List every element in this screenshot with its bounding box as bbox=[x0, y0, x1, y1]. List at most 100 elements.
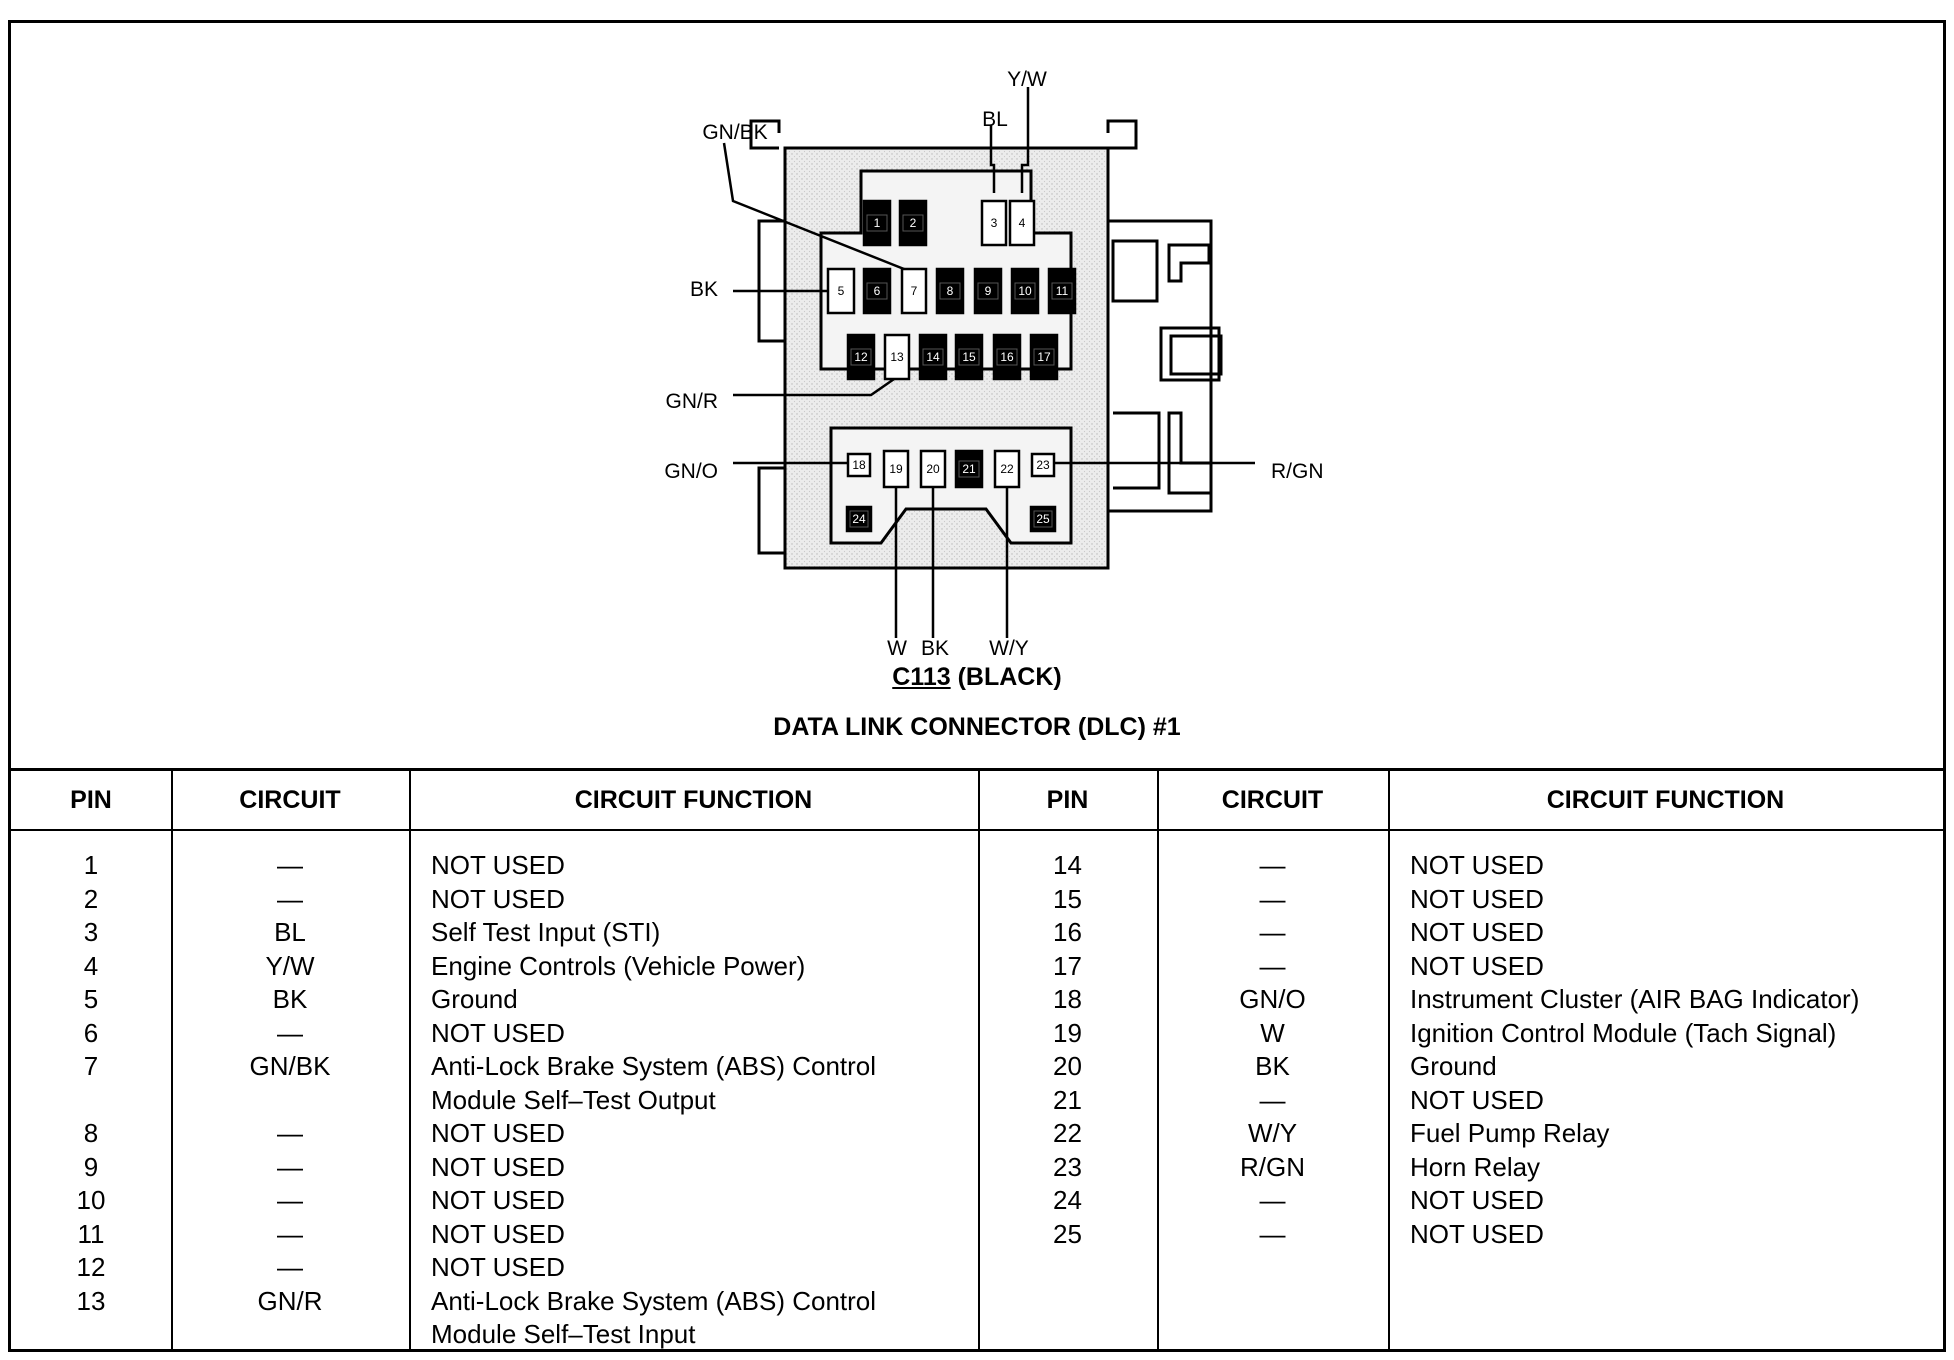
pin-number-label: 16 bbox=[1000, 350, 1014, 364]
pin-number-label: 7 bbox=[911, 284, 918, 298]
wire-label-bk-bottom: BK bbox=[921, 637, 949, 660]
pin-body bbox=[862, 267, 892, 315]
pin-number-label: 23 bbox=[1036, 458, 1050, 472]
pin-number-label: 17 bbox=[1037, 350, 1051, 364]
pin-5: 5 bbox=[826, 267, 856, 315]
pin-21: 21 bbox=[954, 449, 984, 489]
pin-15: 15 bbox=[954, 333, 984, 381]
column-divider bbox=[409, 771, 411, 1352]
pin-body bbox=[954, 333, 984, 381]
pin-body bbox=[954, 449, 984, 489]
pin-8: 8 bbox=[935, 267, 965, 315]
pin-inner-mark bbox=[849, 510, 869, 528]
pin-12: 12 bbox=[846, 333, 876, 381]
pin-6: 6 bbox=[862, 267, 892, 315]
header-rule bbox=[11, 829, 1943, 831]
pin-3: 3 bbox=[980, 199, 1008, 247]
pin-number-label: 14 bbox=[926, 350, 940, 364]
right-function-column: NOT USED NOT USED NOT USED NOT USED Inst… bbox=[1410, 850, 1860, 1249]
pin-body bbox=[883, 333, 911, 381]
pin-body bbox=[846, 452, 872, 478]
pin-13: 13 bbox=[883, 333, 911, 381]
pin-18: 18 bbox=[846, 452, 872, 478]
pin-inner-mark bbox=[996, 348, 1018, 366]
connector-color: (BLACK) bbox=[957, 663, 1062, 691]
connector-left-latch-lower bbox=[757, 466, 785, 555]
pin-inner-mark bbox=[939, 282, 961, 300]
pin-body bbox=[993, 449, 1021, 489]
column-divider bbox=[171, 771, 173, 1352]
left-pin-column: 1 2 3 4 5 6 7 8 9 10 11 12 13 bbox=[76, 850, 106, 1316]
pin-body bbox=[900, 267, 928, 315]
pin-body bbox=[1010, 267, 1040, 315]
connector-left-clip bbox=[749, 119, 781, 150]
wire-label-gn-r: GN/R bbox=[666, 390, 719, 413]
pin-10: 10 bbox=[1010, 267, 1040, 315]
pin-number-label: 9 bbox=[985, 284, 992, 298]
pin-1: 1 bbox=[862, 199, 892, 247]
pin-body bbox=[919, 449, 947, 489]
wire-label-r-gn: R/GN bbox=[1271, 460, 1324, 483]
pin-number-label: 3 bbox=[991, 216, 998, 230]
pin-25: 25 bbox=[1029, 505, 1057, 533]
pin-number-label: 10 bbox=[1018, 284, 1032, 298]
header-pin: PIN bbox=[1046, 786, 1089, 814]
pin-inner-mark bbox=[902, 214, 924, 232]
pin-17: 17 bbox=[1029, 333, 1059, 381]
pin-number-label: 20 bbox=[926, 462, 940, 476]
pin-11: 11 bbox=[1047, 267, 1077, 315]
pin-7: 7 bbox=[900, 267, 928, 315]
pin-number-label: 24 bbox=[852, 512, 866, 526]
pin-number-label: 11 bbox=[1056, 284, 1069, 298]
pin-19: 19 bbox=[882, 449, 910, 489]
pin-body bbox=[1008, 199, 1036, 247]
pin-inner-mark bbox=[977, 282, 999, 300]
pin-number-label: 6 bbox=[874, 284, 881, 298]
wire-label-w: W bbox=[887, 637, 907, 660]
pin-number-label: 8 bbox=[947, 284, 954, 298]
pin-number-label: 18 bbox=[852, 458, 866, 472]
left-circuit-column: — — BL Y/W BK — GN/BK — — — — — GN/R bbox=[249, 850, 331, 1316]
pin-4: 4 bbox=[1008, 199, 1036, 247]
header-pin: PIN bbox=[70, 786, 112, 814]
pin-body bbox=[1029, 333, 1059, 381]
connector-right-clip bbox=[1106, 119, 1138, 150]
pin-number-label: 13 bbox=[890, 350, 904, 364]
pin-inner-mark bbox=[866, 214, 888, 232]
pin-body bbox=[973, 267, 1003, 315]
pin-number-label: 15 bbox=[962, 350, 976, 364]
pin-inner-mark bbox=[958, 348, 980, 366]
pin-inner-mark bbox=[922, 348, 944, 366]
pin-16: 16 bbox=[992, 333, 1022, 381]
pin-body bbox=[935, 267, 965, 315]
pin-20: 20 bbox=[919, 449, 947, 489]
wire-label-w-y: W/Y bbox=[989, 637, 1029, 660]
pinout-table: PIN CIRCUIT CIRCUIT FUNCTION PIN CIRCUIT… bbox=[11, 768, 1943, 1352]
wire-label-gn-o: GN/O bbox=[664, 460, 718, 483]
column-divider bbox=[1388, 771, 1390, 1352]
pin-body bbox=[882, 449, 910, 489]
pin-number-label: 21 bbox=[962, 462, 976, 476]
pin-body bbox=[1047, 267, 1077, 315]
wire-label-bk-left: BK bbox=[690, 278, 718, 301]
pin-body bbox=[980, 199, 1008, 247]
pin-inner-mark bbox=[1014, 282, 1036, 300]
pin-inner-mark bbox=[958, 460, 980, 478]
column-divider bbox=[978, 771, 980, 1352]
pin-24: 24 bbox=[845, 505, 873, 533]
pin-inner-mark bbox=[866, 282, 888, 300]
connector-name: DATA LINK CONNECTOR (DLC) #1 bbox=[773, 713, 1181, 741]
pin-body bbox=[992, 333, 1022, 381]
pin-number-label: 25 bbox=[1036, 512, 1050, 526]
wire-bl bbox=[989, 125, 996, 193]
pin-number-label: 12 bbox=[854, 350, 868, 364]
pin-22: 22 bbox=[993, 449, 1021, 489]
header-circuit: CIRCUIT bbox=[239, 786, 341, 814]
header-circuit-function: CIRCUIT FUNCTION bbox=[574, 786, 813, 814]
pin-body bbox=[898, 199, 928, 247]
header-circuit: CIRCUIT bbox=[1221, 786, 1324, 814]
pin-number-label: 2 bbox=[910, 216, 917, 230]
